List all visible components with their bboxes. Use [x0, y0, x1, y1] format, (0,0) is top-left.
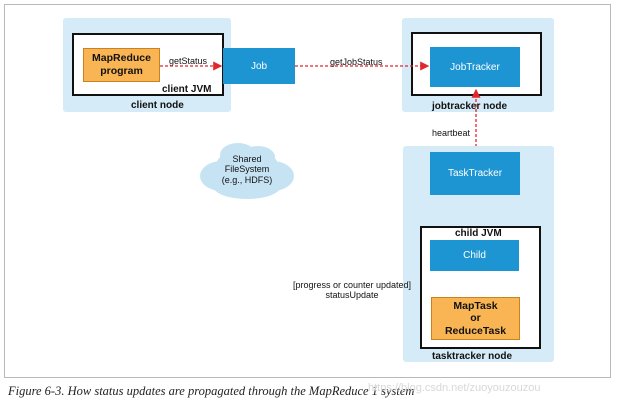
- cloud-icon: [200, 143, 294, 199]
- child-box: Child: [430, 240, 519, 271]
- child-jvm-label: child JVM: [455, 228, 502, 239]
- client-node-label: client node: [131, 100, 184, 111]
- job-box: Job: [223, 48, 295, 84]
- heartbeat-label: heartbeat: [432, 128, 471, 138]
- tasktracker-node-label: tasktracker node: [432, 351, 513, 362]
- jobtracker-box: JobTracker: [430, 47, 520, 87]
- client-jvm-label: client JVM: [162, 84, 212, 95]
- shared-filesystem-label: Shared FileSystem (e.g., HDFS): [221, 154, 273, 185]
- map-reduce-task-box: MapTask or ReduceTask: [431, 297, 520, 340]
- get-job-status-label: getJobStatus: [330, 57, 383, 67]
- tasktracker-box: TaskTracker: [430, 152, 520, 195]
- watermark: https://blog.csdn.net/zuoyouzouzou: [368, 382, 541, 394]
- jobtracker-node-label: jobtracker node: [432, 101, 508, 112]
- mapreduce-program-box: MapReduce program: [83, 48, 160, 82]
- figure-caption: Figure 6-3. How status updates are propa…: [8, 384, 415, 398]
- status-update-label: [progress or counter updated] statusUpda…: [292, 280, 412, 301]
- get-status-label: getStatus: [169, 56, 208, 66]
